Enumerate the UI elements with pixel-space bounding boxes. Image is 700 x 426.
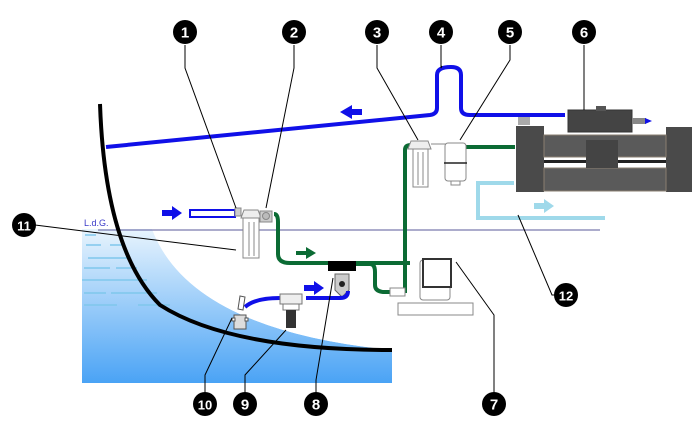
flush-filter — [234, 207, 273, 259]
sea — [82, 229, 392, 383]
callout-seacock-thru-hull: 10 — [193, 392, 217, 416]
callout-circle — [193, 392, 217, 416]
oil-water-separator — [444, 142, 467, 186]
callout-three-way-valve: 2 — [282, 20, 306, 44]
pre-filter — [407, 140, 447, 188]
waterline-label: L.d.G. — [84, 218, 109, 228]
callout-circle — [554, 283, 578, 307]
callout-circle — [498, 20, 522, 44]
flush-inlet-pipe — [189, 209, 236, 218]
callout-number: 11 — [17, 219, 31, 234]
callout-strainer: 9 — [233, 392, 257, 416]
seacock — [231, 295, 249, 330]
callout-product-outlet: 12 — [554, 283, 578, 307]
arrow-flush-inlet — [162, 206, 182, 220]
callout-flush-filter: 11 — [12, 213, 36, 237]
prefilter-line-2 — [350, 262, 405, 294]
callout-number: 9 — [241, 397, 249, 414]
callout-number: 4 — [437, 25, 446, 42]
callout-circle — [282, 20, 306, 44]
callout-number: 10 — [198, 398, 212, 413]
arrow-prefilter — [296, 247, 316, 259]
callout-high-pressure-pump: 7 — [482, 392, 506, 416]
hull — [98, 103, 393, 352]
callout-circle — [365, 20, 389, 44]
callout-circle — [572, 20, 596, 44]
wave-lines — [82, 234, 170, 306]
callout-number: 8 — [312, 397, 320, 414]
prefilter-riser — [403, 143, 412, 293]
callout-circle — [12, 213, 36, 237]
callout-brine-loop: 4 — [429, 20, 453, 44]
prefilter-line — [273, 212, 410, 265]
callout-circle — [304, 392, 328, 416]
callout-number: 2 — [290, 25, 298, 42]
arrow-intake — [304, 281, 324, 295]
callout-membrane-control-block: 6 — [572, 20, 596, 44]
arrow-brine — [340, 105, 362, 119]
callout-number: 1 — [181, 25, 189, 42]
callout-number: 6 — [580, 25, 588, 42]
callout-circle — [482, 392, 506, 416]
callout-booster-valve: 8 — [304, 392, 328, 416]
callout-circle — [173, 20, 197, 44]
arrow-product — [534, 199, 554, 213]
strainer — [279, 293, 303, 328]
callout-number: 12 — [559, 289, 573, 304]
callout-circle — [233, 392, 257, 416]
callout-inlet-valve: 1 — [173, 20, 197, 44]
callout-circle — [429, 20, 453, 44]
callout-number: 7 — [490, 397, 498, 414]
callout-oil-water-separator: 5 — [498, 20, 522, 44]
membrane-unit — [516, 106, 692, 192]
high-pressure-pump — [389, 258, 474, 316]
brine-discharge-line — [105, 64, 565, 149]
callout-number: 5 — [506, 25, 514, 42]
product-water-line — [476, 181, 605, 220]
callout-number: 3 — [373, 25, 381, 42]
callout-pre-filter: 3 — [365, 20, 389, 44]
callout-leaders — [34, 45, 585, 395]
